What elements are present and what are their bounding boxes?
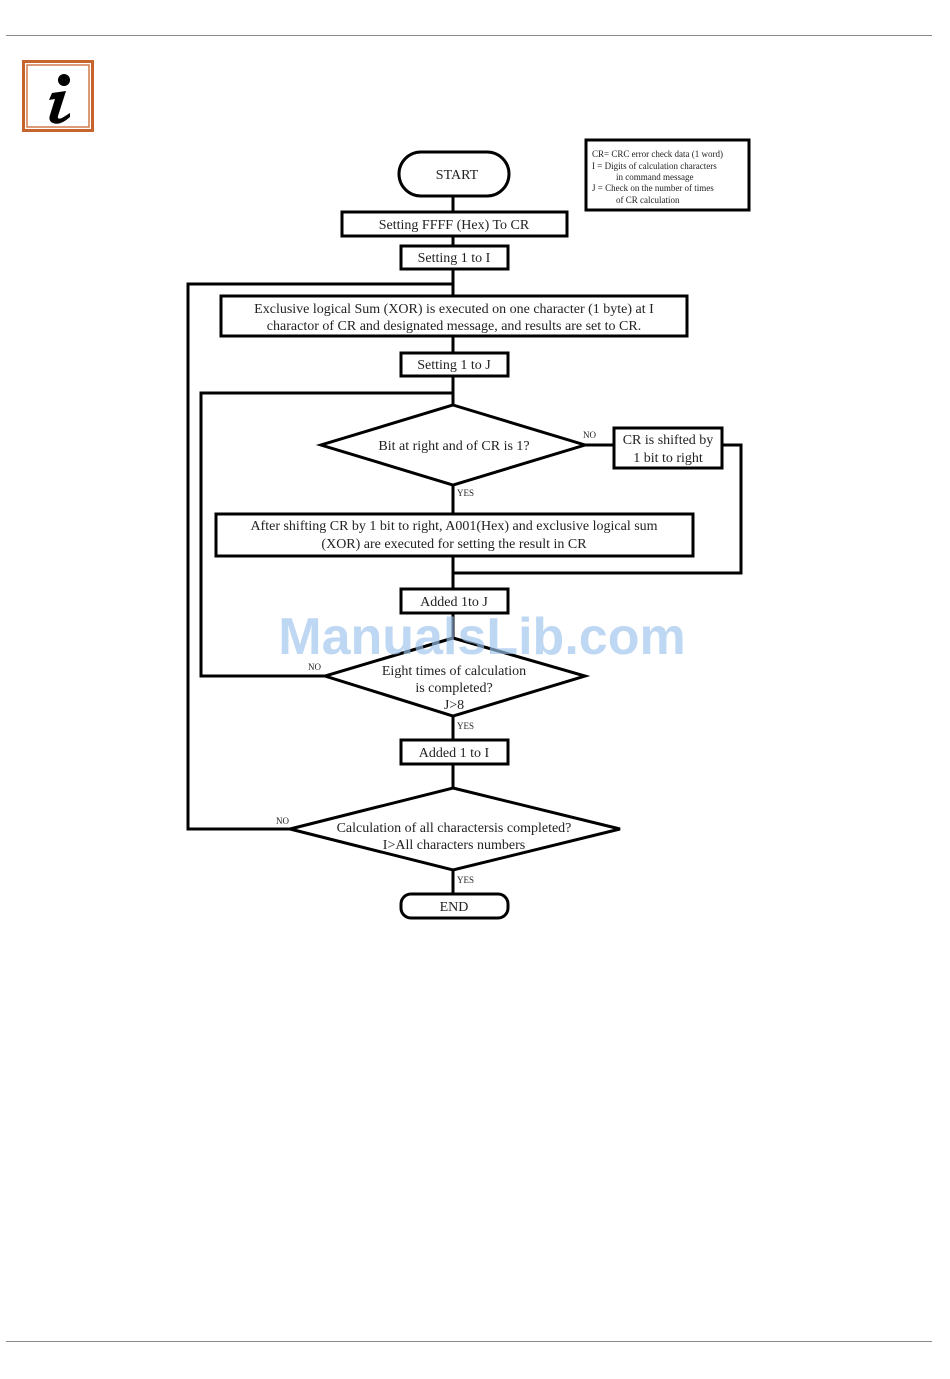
eight-times-label-3: J>8 [444,698,464,713]
set-j-box [399,351,510,378]
end-node [399,892,510,920]
eight-times-decision [319,636,591,718]
start-label: START [436,168,479,183]
after-shift-label-1: After shifting CR by 1 bit to right, A00… [250,519,657,534]
bit-check-decision [315,403,591,487]
flow-connectors [186,196,743,894]
shift-label-1: CR is shifted by [623,433,714,448]
xor-label-1: Exclusive logical Sum (XOR) is executed … [254,302,654,317]
watermark: ManualsLib.com [278,608,685,666]
end-label: END [440,900,469,915]
set-j-label: Setting 1 to J [417,358,491,373]
legend-box: CR= CRC error check data (1 word) I = Di… [584,138,751,212]
xor-label-2: charactor of CR and designated message, … [267,319,641,334]
add-j-label: Added 1to J [420,595,488,610]
add-j-box [399,587,510,615]
bit-check-label: Bit at right and of CR is 1? [378,439,529,454]
all-chars-no-label: NO [276,816,289,826]
set-ffff-box [340,210,569,238]
all-chars-label-2: I>All characters numbers [383,838,525,853]
set-i-label: Setting 1 to I [418,251,491,266]
eight-times-yes-label: YES [457,721,474,731]
info-icon [22,60,94,132]
eight-times-label-2: is completed? [415,681,492,696]
add-i-box [399,738,510,766]
legend-line-5: of CR calculation [616,195,680,205]
all-chars-decision [289,786,621,872]
eight-times-no-label: NO [308,662,321,672]
xor-box [219,294,689,338]
set-i-box [399,244,510,271]
legend-line-2: I = Digits of calculation characters [592,161,717,171]
legend-line-3: in command message [616,172,693,182]
legend-line-1: CR= CRC error check data (1 word) [592,149,723,159]
bottom-rule [6,1341,932,1342]
start-node [397,150,511,198]
add-i-label: Added 1 to I [419,746,490,761]
all-chars-label-1: Calculation of all charactersis complete… [337,821,572,836]
bit-check-yes-label: YES [457,488,474,498]
after-shift-box [214,512,695,558]
all-chars-yes-label: YES [457,875,474,885]
eight-times-label-1: Eight times of calculation [382,664,526,679]
shift-box [612,426,724,470]
top-rule [6,35,932,36]
after-shift-label-2: (XOR) are executed for setting the resul… [321,537,587,552]
shift-label-2: 1 bit to right [633,451,703,466]
legend-line-4: J = Check on the number of times [592,183,714,193]
set-ffff-label: Setting FFFF (Hex) To CR [379,218,530,233]
bit-check-no-label: NO [583,430,596,440]
